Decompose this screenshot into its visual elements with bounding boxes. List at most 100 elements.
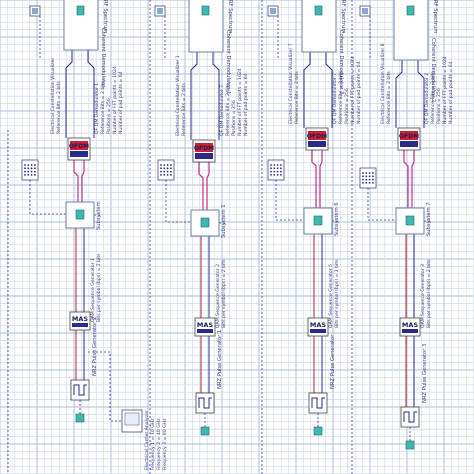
scope-screen-icon bbox=[32, 8, 38, 14]
rf-spectrum-label: RF Spectrum bbox=[340, 0, 346, 33]
subsystem-label: Subsystem 6 bbox=[334, 202, 340, 236]
wire bbox=[303, 52, 311, 128]
constellation-dot-icon bbox=[280, 167, 282, 170]
constellation-dot-icon bbox=[24, 174, 26, 176]
rf-spectrum-label: RF Spectrum bbox=[102, 0, 108, 33]
qam-param-text: QAM Sequence Generator 1 bbox=[90, 258, 96, 322]
constellation-visualizer-block[interactable] bbox=[21, 159, 39, 181]
constellation-visualizer-block[interactable] bbox=[359, 167, 377, 189]
rf-spectrum-label: RF Spectrum bbox=[432, 0, 438, 33]
wire bbox=[65, 50, 73, 138]
demod-param-text: Number of FFT points = 1024 bbox=[442, 56, 448, 124]
constellation-dot-icon bbox=[362, 172, 364, 174]
demod-param-text: Reference Bits = 2 bits bbox=[338, 71, 344, 124]
wire bbox=[198, 162, 204, 210]
nrz-pulse-generator-label: NRZ Pulse Generator 1 bbox=[217, 330, 223, 389]
constellation-dot-icon bbox=[34, 167, 36, 170]
demod-bottom-bar bbox=[70, 151, 88, 157]
wire bbox=[325, 52, 333, 128]
constellation-dot-icon bbox=[368, 175, 371, 178]
carrier-param-text: Electrical Carrier Analyzer bbox=[144, 410, 150, 470]
subsystem-icon bbox=[75, 209, 85, 220]
source-icon bbox=[405, 440, 415, 450]
wire bbox=[311, 150, 317, 208]
ofdm-label-bg bbox=[308, 131, 326, 140]
constellation-label: Electrical Constellation Visualizer bbox=[50, 58, 56, 134]
dashed-wire bbox=[367, 188, 396, 221]
component-icon bbox=[314, 5, 323, 16]
wire bbox=[87, 50, 95, 138]
constellation-label: Reference Bits = 2 bits bbox=[56, 81, 62, 134]
source-icon bbox=[75, 413, 85, 423]
subsystem-icon bbox=[313, 215, 323, 226]
carrier-param-text: Frequency 1 = 10 GHz bbox=[150, 418, 156, 470]
constellation-dot-icon bbox=[276, 167, 279, 170]
constellation-dot-icon bbox=[163, 174, 166, 176]
constellation-dot-icon bbox=[166, 167, 169, 170]
constellation-dot-icon bbox=[276, 164, 279, 166]
demod-param-text: Number of pad points = 64 bbox=[243, 73, 249, 136]
constellation-visualizer-block[interactable] bbox=[157, 159, 175, 181]
wire bbox=[411, 150, 415, 208]
pulse-waveform-icon bbox=[311, 397, 325, 409]
constellation-dot-icon bbox=[166, 164, 169, 166]
constellation-dot-icon bbox=[273, 167, 276, 170]
constellation-dot-icon bbox=[276, 174, 279, 176]
constellation-dot-icon bbox=[170, 164, 172, 166]
demod-param-text: Number of FFT points = 1024 bbox=[237, 68, 243, 136]
constellation-dot-icon bbox=[372, 178, 374, 181]
demod-param-text: QF QM Demodulator 2 bbox=[424, 73, 430, 124]
constellation-dot-icon bbox=[270, 164, 272, 166]
wire bbox=[403, 150, 409, 208]
scope-screen-icon bbox=[157, 8, 163, 14]
qam-tag: MAS bbox=[197, 321, 213, 329]
nrz-pulse-generator-label: NRZ Pulse Generator bbox=[330, 334, 336, 389]
constellation-visualizer-block[interactable] bbox=[267, 159, 285, 181]
wire bbox=[190, 52, 198, 140]
constellation-dot-icon bbox=[163, 164, 166, 166]
source-icon bbox=[200, 426, 210, 436]
constellation-dot-icon bbox=[163, 167, 166, 170]
constellation-label: Reference Bits = 2 bits bbox=[386, 71, 392, 124]
subsystem-icon bbox=[200, 217, 210, 228]
constellation-dot-icon bbox=[24, 170, 26, 173]
source-icon bbox=[313, 426, 323, 436]
nrz-pulse-generator-label: NRZ Pulse Generator 2 bbox=[92, 317, 98, 376]
constellation-dot-icon bbox=[273, 170, 276, 173]
column-wires-3 bbox=[275, 16, 340, 427]
demod-param-text: Reference Bits = 2 bits bbox=[100, 81, 106, 134]
demod-bottom-bar bbox=[308, 141, 326, 147]
constellation-dot-icon bbox=[365, 178, 368, 181]
coherent-demodulator-label: Coherent Demodulator 1 bbox=[225, 30, 231, 94]
qam-bottom-bar bbox=[310, 329, 326, 333]
ofdm-label-bg bbox=[70, 141, 88, 150]
constellation-dot-icon bbox=[34, 170, 36, 173]
constellation-dot-icon bbox=[365, 182, 368, 184]
carrier-param-text: Frequency 3 = 80 GHz bbox=[162, 418, 168, 470]
constellation-dot-icon bbox=[30, 164, 33, 166]
constellation-dot-icon bbox=[170, 167, 172, 170]
scope-screen-icon bbox=[270, 8, 276, 14]
demod-param-text: Positions = 256 bbox=[344, 88, 350, 124]
demod-param-text: Positions = 256 bbox=[231, 100, 237, 136]
qam-bottom-bar bbox=[197, 329, 213, 333]
coherent-demodulator-label: Coherent Demodulator 3 bbox=[338, 30, 344, 94]
pulse-waveform-icon bbox=[403, 411, 417, 423]
constellation-dot-icon bbox=[160, 167, 162, 170]
constellation-dot-icon bbox=[160, 164, 162, 166]
constellation-dot-icon bbox=[365, 172, 368, 174]
demod-param-text: Number of FFT points = 1024 bbox=[112, 66, 118, 134]
coherent-demodulator-label: Coherent Demodulator bbox=[100, 28, 106, 88]
constellation-dot-icon bbox=[27, 167, 30, 170]
demod-param-text: Reference Bits = 2 bits bbox=[430, 71, 436, 124]
constellation-dot-icon bbox=[24, 167, 26, 170]
constellation-dot-icon bbox=[372, 182, 374, 184]
dashed-wire bbox=[88, 351, 122, 422]
wire bbox=[319, 150, 323, 208]
carrier-param-text: Frequency 2 = 40 GHz bbox=[156, 418, 162, 470]
constellation-dot-icon bbox=[34, 174, 36, 176]
constellation-dot-icon bbox=[30, 170, 33, 173]
